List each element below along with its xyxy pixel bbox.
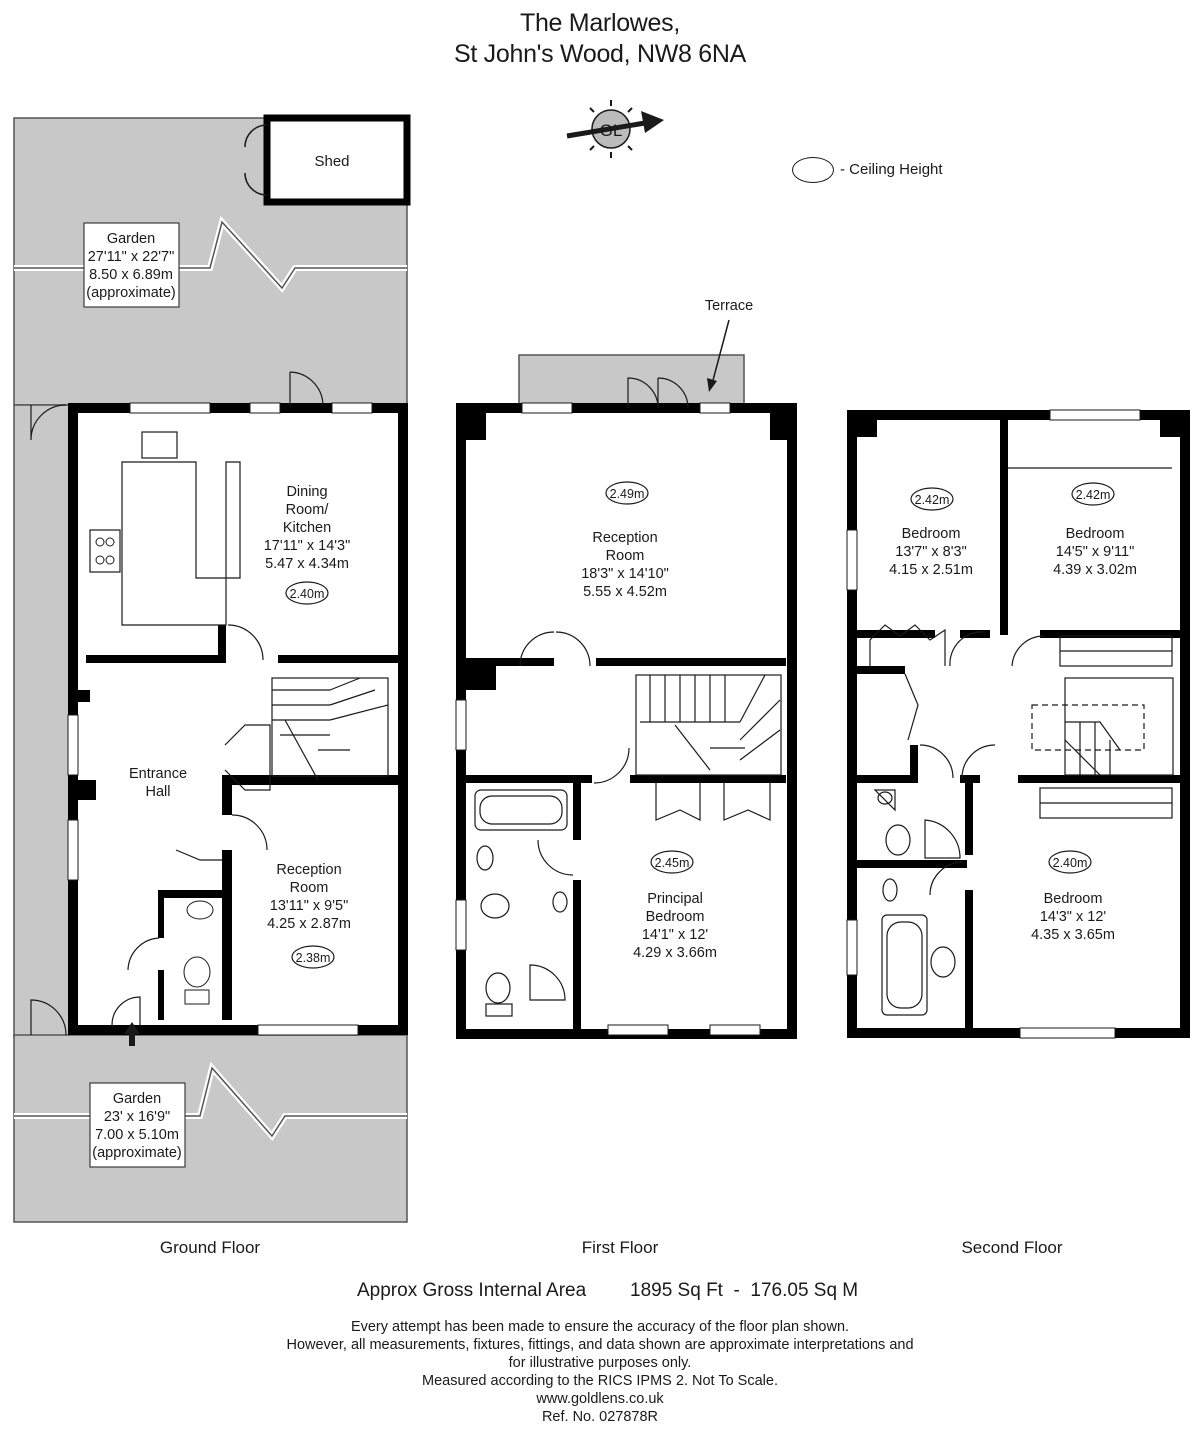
hall-name-1: Entrance	[129, 766, 187, 782]
principal-metric: 4.29 x 3.66m	[633, 945, 717, 961]
ground-reception-imperial: 13'11" x 9'5"	[270, 898, 348, 914]
bed-left-name: Bedroom	[902, 526, 961, 542]
first-reception-ceiling-height: 2.49m	[610, 487, 645, 501]
dining-name-3: Kitchen	[283, 520, 331, 536]
ceiling-height-legend: - Ceiling Height	[792, 157, 943, 183]
rear-garden-note: (approximate)	[86, 285, 175, 301]
disclaimer-line-4: Measured according to the RICS IPMS 2. N…	[422, 1373, 778, 1389]
dining-name-2: Room/	[286, 502, 330, 518]
principal-ceiling-height: 2.45m	[655, 856, 690, 870]
reference-number: Ref. No. 027878R	[541, 1409, 659, 1425]
dining-metric: 5.47 x 4.34m	[265, 556, 349, 572]
first-reception-name-2: Room	[606, 548, 645, 564]
ground-reception-name-1: Reception	[276, 862, 341, 878]
ground-reception-metric: 4.25 x 2.87m	[267, 916, 351, 932]
rear-garden-imperial: 27'11" x 22'7"	[88, 249, 175, 265]
bed-left-imperial: 13'7" x 8'3"	[895, 544, 966, 560]
bed-bottom-metric: 4.35 x 3.65m	[1031, 927, 1115, 943]
area-value: 1895 Sq Ft - 176.05 Sq M	[630, 1280, 859, 1301]
terrace-label: Terrace	[705, 298, 753, 314]
front-garden-metric: 7.00 x 5.10m	[95, 1127, 179, 1143]
principal-name-1: Principal	[647, 891, 703, 907]
dining-name-1: Dining	[286, 484, 327, 500]
second-floor-plan: 2.42m Bedroom 13'7" x 8'3" 4.15 x 2.51m …	[846, 409, 1190, 1039]
hall-name-2: Hall	[146, 784, 171, 800]
first-floor-plan: Terrace 2.49m Reception Room 18'3" x 14'…	[455, 298, 797, 1039]
first-reception-metric: 5.55 x 4.52m	[583, 584, 667, 600]
side-passage-area	[13, 404, 70, 1038]
terrace-area	[518, 354, 745, 406]
rear-garden-name: Garden	[107, 231, 155, 247]
bed-left-ceiling-height: 2.42m	[915, 493, 950, 507]
dining-imperial: 17'11" x 14'3"	[264, 538, 351, 554]
principal-imperial: 14'1" x 12'	[642, 927, 709, 943]
front-garden-imperial: 23' x 16'9"	[104, 1109, 170, 1125]
disclaimer-line-2: However, all measurements, fixtures, fit…	[286, 1337, 914, 1353]
disclaimer-line-1: Every attempt has been made to ensure th…	[350, 1319, 850, 1335]
title-line-1: The Marlowes,	[519, 9, 681, 37]
title-line-2: St John's Wood, NW8 6NA	[454, 40, 746, 68]
bed-left-metric: 4.15 x 2.51m	[889, 562, 973, 578]
compass-logo: GL	[600, 121, 623, 140]
disclaimer-line-3: for illustrative purposes only.	[508, 1355, 692, 1371]
first-reception-name-1: Reception	[592, 530, 657, 546]
second-floor-label: Second Floor	[961, 1238, 1063, 1257]
bed-right-name: Bedroom	[1066, 526, 1125, 542]
bed-right-imperial: 14'5" x 9'11"	[1056, 544, 1134, 560]
dining-ceiling-height: 2.40m	[290, 587, 325, 601]
first-reception-imperial: 18'3" x 14'10"	[581, 566, 669, 582]
front-garden-name: Garden	[113, 1091, 161, 1107]
legend-label: - Ceiling Height	[840, 160, 943, 178]
ground-floor-plan: Shed Garden 27'11" x 22'7" 8.50 x 6.89m …	[13, 114, 411, 1223]
shed-label: Shed	[314, 153, 349, 170]
ceiling-height-oval-icon	[792, 157, 834, 183]
area-label: Approx Gross Internal Area	[357, 1280, 587, 1301]
bed-bottom-ceiling-height: 2.40m	[1053, 856, 1088, 870]
website-link[interactable]: www.goldlens.co.uk	[536, 1391, 664, 1407]
bed-bottom-name: Bedroom	[1044, 891, 1103, 907]
bed-bottom-imperial: 14'3" x 12'	[1040, 909, 1107, 925]
ground-reception-ceiling-height: 2.38m	[296, 951, 331, 965]
ground-reception-name-2: Room	[290, 880, 329, 896]
front-garden-note: (approximate)	[92, 1145, 181, 1161]
rear-garden-metric: 8.50 x 6.89m	[89, 267, 173, 283]
first-floor-label: First Floor	[581, 1238, 659, 1257]
north-arrow-icon: GL	[566, 100, 664, 158]
disclaimer: Every attempt has been made to ensure th…	[0, 1318, 1200, 1426]
principal-name-2: Bedroom	[646, 909, 705, 925]
bed-right-ceiling-height: 2.42m	[1076, 488, 1111, 502]
bed-right-metric: 4.39 x 3.02m	[1053, 562, 1137, 578]
plan-title: The Marlowes, St John's Wood, NW8 6NA	[0, 8, 1200, 70]
ground-floor-label: Ground Floor	[159, 1238, 261, 1257]
